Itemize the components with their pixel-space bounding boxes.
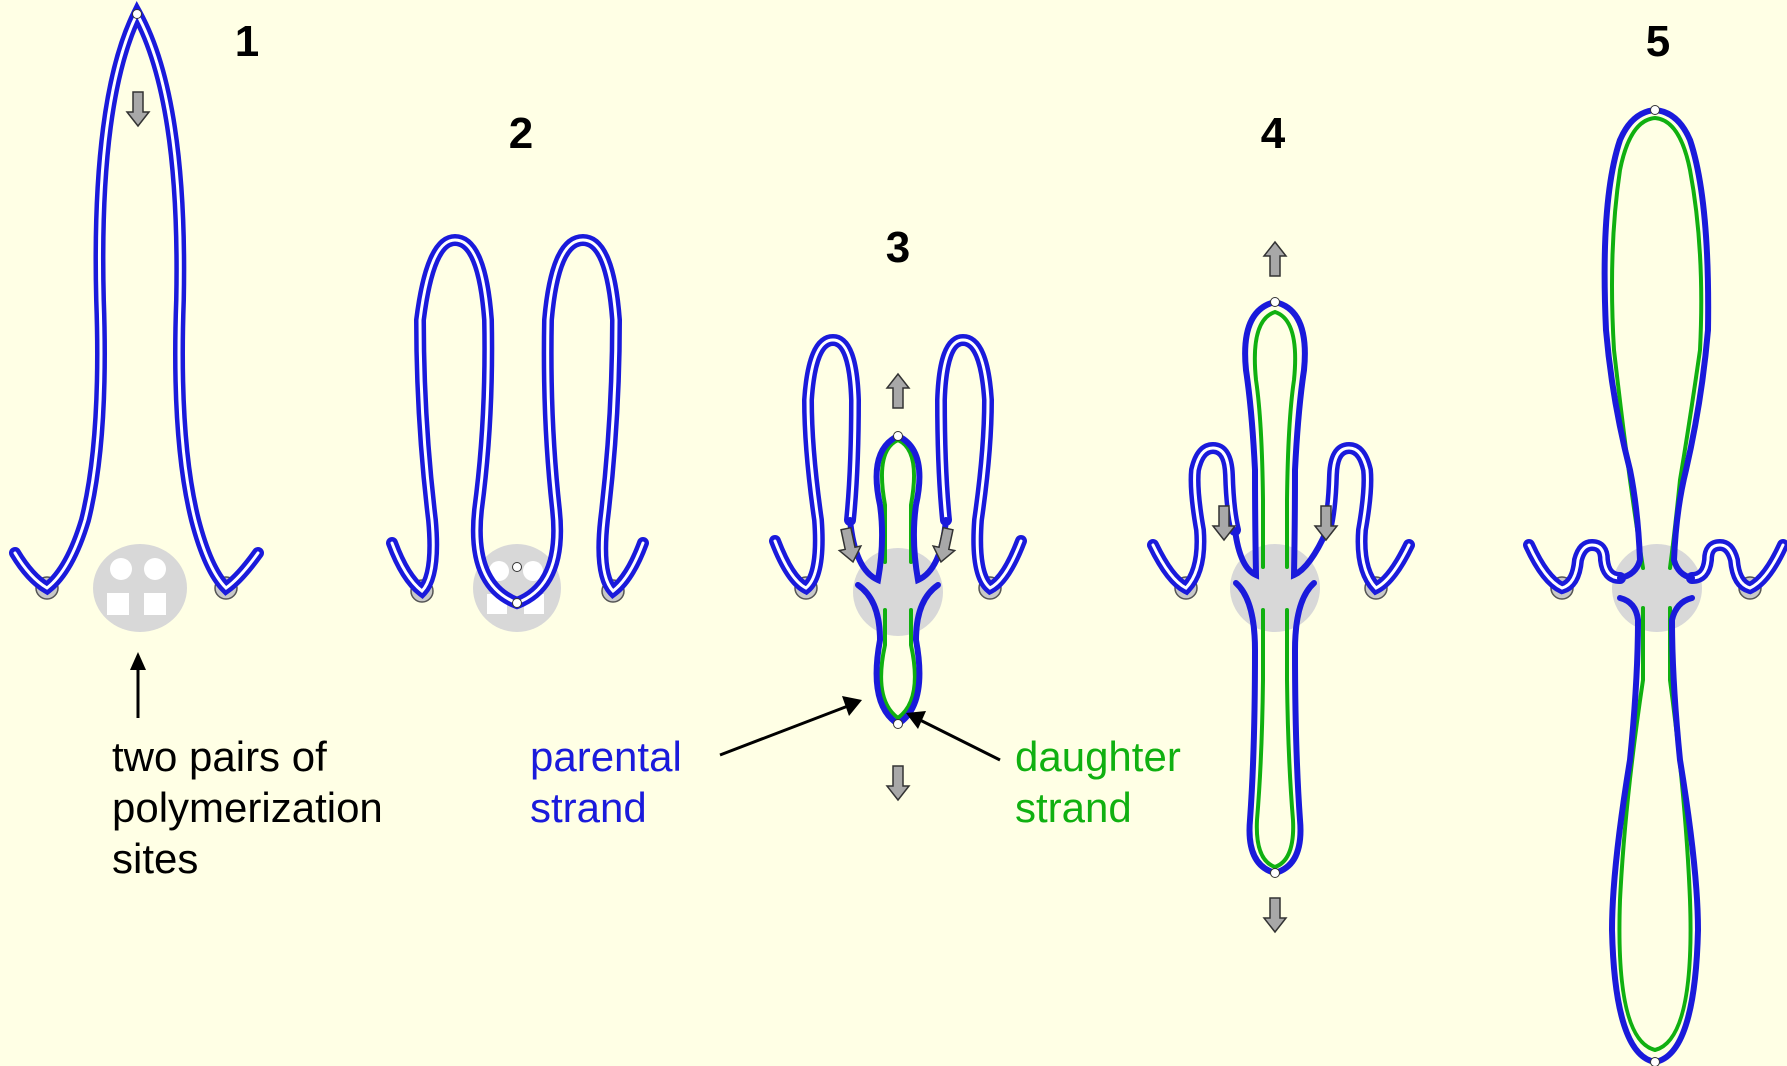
parental-label-line-1: parental	[530, 733, 682, 780]
junction-dot	[132, 9, 142, 19]
stage-2-number: 2	[509, 109, 533, 158]
stage-3: 3	[530, 223, 1181, 831]
stage-4: 4	[1147, 109, 1415, 933]
sites-label: two pairs of polymerization sites	[112, 733, 383, 882]
stage-3-number: 3	[886, 223, 910, 272]
stage-2: 2	[386, 109, 649, 632]
junction-dot	[1650, 105, 1660, 115]
stage-5-number: 5	[1646, 17, 1670, 66]
stage-1: 1 two pairs of polymerization sites	[9, 0, 383, 882]
arrow-down-icon	[126, 91, 150, 127]
arrow-down-icon	[1263, 897, 1287, 933]
parental-label-line-2: strand	[530, 784, 647, 831]
sites-label-line-3: sites	[112, 835, 198, 882]
daughter-strand	[1252, 309, 1298, 870]
junction-dot	[893, 719, 903, 729]
junction-dot	[1650, 1057, 1660, 1066]
pointer-arrow-up-icon	[130, 652, 146, 718]
pointer-arrow-daughter	[906, 711, 1001, 762]
junction-dot	[512, 598, 522, 608]
polymerization-site-disk	[93, 544, 187, 632]
arrow-up-icon	[1263, 241, 1287, 277]
arrow-up-icon	[886, 373, 910, 409]
pointer-arrow-parental	[719, 696, 862, 757]
stage-4-number: 4	[1261, 109, 1286, 158]
stage-1-number: 1	[235, 17, 259, 66]
polymerization-site-disk	[473, 544, 561, 632]
daughter-label-line-1: daughter	[1015, 733, 1181, 780]
junction-dot	[512, 562, 522, 572]
junction-dot	[1270, 297, 1280, 307]
daughter-strand-label: daughter strand	[1015, 733, 1181, 831]
junction-dot	[1270, 868, 1280, 878]
polymerization-site-disk	[1612, 544, 1702, 632]
sites-label-line-2: polymerization	[112, 784, 383, 831]
daughter-label-line-2: strand	[1015, 784, 1132, 831]
stage-5: 5	[1523, 17, 1787, 1066]
junction-dot	[893, 431, 903, 441]
arrow-down-icon	[886, 765, 910, 801]
parental-strand-label: parental strand	[530, 733, 682, 831]
sites-label-line-1: two pairs of	[112, 733, 327, 780]
